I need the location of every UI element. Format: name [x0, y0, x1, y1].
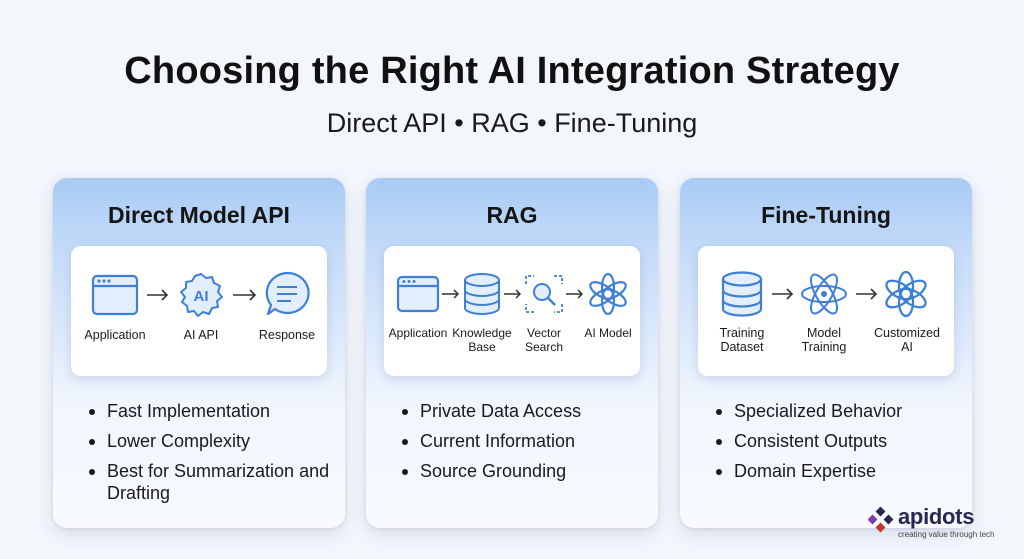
- database-icon: [721, 271, 763, 317]
- bullet-item: Consistent Outputs: [712, 430, 962, 452]
- step-label-customized-ai: Customized AI: [874, 326, 940, 354]
- flow-diagram: Training Dataset Model Training Customiz…: [698, 246, 954, 376]
- page-title: Choosing the Right AI Integration Strate…: [124, 50, 900, 92]
- card-title: Direct Model API: [108, 202, 290, 228]
- arrow-right-icon: [566, 289, 584, 299]
- brand-name: apidots: [898, 504, 975, 529]
- step-label-response: Response: [258, 328, 316, 342]
- apidots-logo-icon: [868, 507, 894, 533]
- bullet-item: Lower Complexity: [85, 430, 335, 452]
- bullet-list: Specialized Behavior Consistent Outputs …: [712, 400, 962, 490]
- page-subtitle: Direct API • RAG • Fine-Tuning: [326, 108, 698, 138]
- bullet-item: Fast Implementation: [85, 400, 335, 422]
- step-label-application: Application: [84, 328, 146, 342]
- bullet-item: Domain Expertise: [712, 460, 962, 482]
- database-icon: [464, 273, 500, 315]
- card-fine-tuning: Fine-Tuning: [680, 178, 972, 528]
- app-window-icon: [396, 275, 440, 313]
- bullet-list: Fast Implementation Lower Complexity Bes…: [85, 400, 335, 512]
- step-label-application: Application: [388, 326, 448, 340]
- brand-tagline: creating value through tech: [898, 530, 995, 539]
- card-rag: RAG: [366, 178, 658, 528]
- arrow-right-icon: [856, 288, 878, 300]
- atom-icon: [801, 273, 847, 315]
- flow-diagram: Application Knowledge Base Vector Search…: [384, 246, 640, 376]
- step-label-vector-search: Vector Search: [524, 326, 564, 354]
- bullet-item: Current Information: [398, 430, 648, 452]
- bullet-item: Specialized Behavior: [712, 400, 962, 422]
- arrow-right-icon: [147, 289, 169, 301]
- ai-model-knot-icon: [885, 270, 927, 318]
- svg-text:AI: AI: [194, 288, 209, 305]
- ai-gear-icon: AI: [180, 273, 223, 317]
- bullet-item: Source Grounding: [398, 460, 648, 482]
- ai-model-knot-icon: [589, 272, 627, 316]
- step-label-knowledge-base: Knowledge Base: [452, 326, 512, 354]
- step-label-training-dataset: Training Dataset: [719, 326, 765, 354]
- vector-search-icon: [525, 275, 563, 313]
- step-label-ai-model: AI Model: [584, 326, 632, 340]
- bullet-item: Private Data Access: [398, 400, 648, 422]
- arrow-right-icon: [772, 288, 794, 300]
- step-label-model-training: Model Training: [801, 326, 847, 354]
- bullet-item: Best for Summarization and Drafting: [85, 460, 335, 504]
- flow-diagram: AI Application AI API Response: [71, 246, 327, 376]
- arrow-right-icon: [233, 289, 257, 301]
- card-title: RAG: [486, 202, 538, 228]
- brand-logo: apidots creating value through tech: [868, 504, 1008, 544]
- arrow-right-icon: [442, 289, 460, 299]
- bullet-list: Private Data Access Current Information …: [398, 400, 648, 490]
- arrow-right-icon: [504, 289, 522, 299]
- app-window-icon: [91, 274, 139, 316]
- chat-bubble-icon: [265, 271, 310, 316]
- card-direct-model-api: Direct Model API AI: [53, 178, 345, 528]
- card-title: Fine-Tuning: [761, 202, 891, 228]
- step-label-ai-api: AI API: [183, 328, 219, 342]
